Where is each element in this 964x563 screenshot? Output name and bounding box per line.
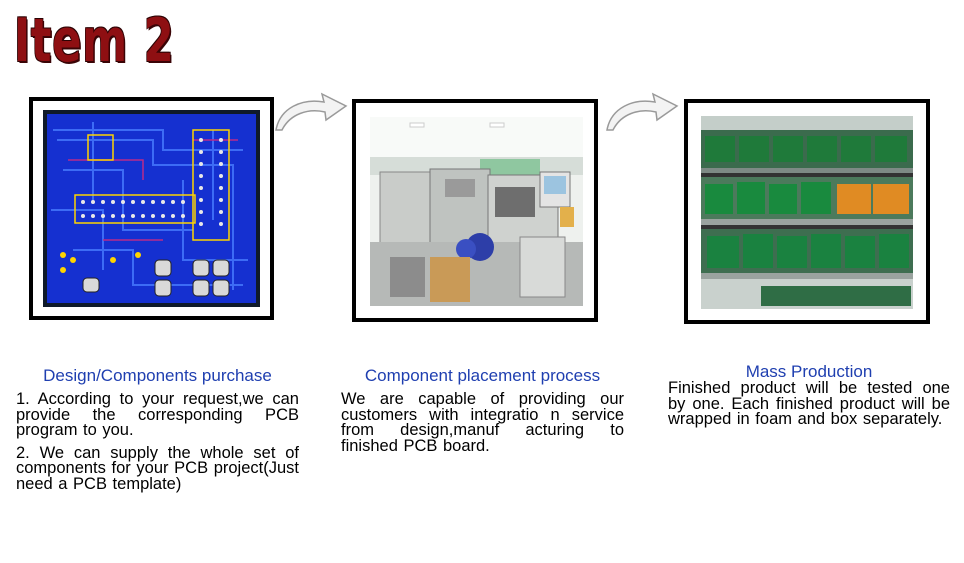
page-title: Item 2: [14, 6, 175, 76]
smt-machine-image: [370, 117, 583, 306]
step-text: 1. According to your request,we can prov…: [16, 390, 299, 439]
step-heading: Component placement process: [364, 366, 601, 385]
step-text: Finished product will be tested one by o…: [668, 379, 950, 428]
curved-arrow-icon: [275, 92, 348, 131]
pcb-layout-image: [43, 110, 260, 307]
curved-arrow-icon: [606, 92, 679, 131]
design-step: Design/Components purchase 1. According …: [16, 366, 299, 492]
placement-step: Component placement process We are capab…: [341, 366, 624, 454]
pcb-racks-image: [701, 116, 913, 309]
step-heading: Design/Components purchase: [43, 366, 272, 385]
step-text: 2. We can supply the whole set of compon…: [16, 443, 299, 493]
step-heading: Mass Production: [745, 362, 873, 381]
placement-photo-frame: [352, 99, 598, 322]
step-text: We are capable of providing our customer…: [341, 390, 624, 455]
production-photo-frame: [684, 99, 930, 324]
production-step: Mass Production Finished product will be…: [668, 362, 950, 428]
design-photo-frame: [29, 97, 274, 320]
